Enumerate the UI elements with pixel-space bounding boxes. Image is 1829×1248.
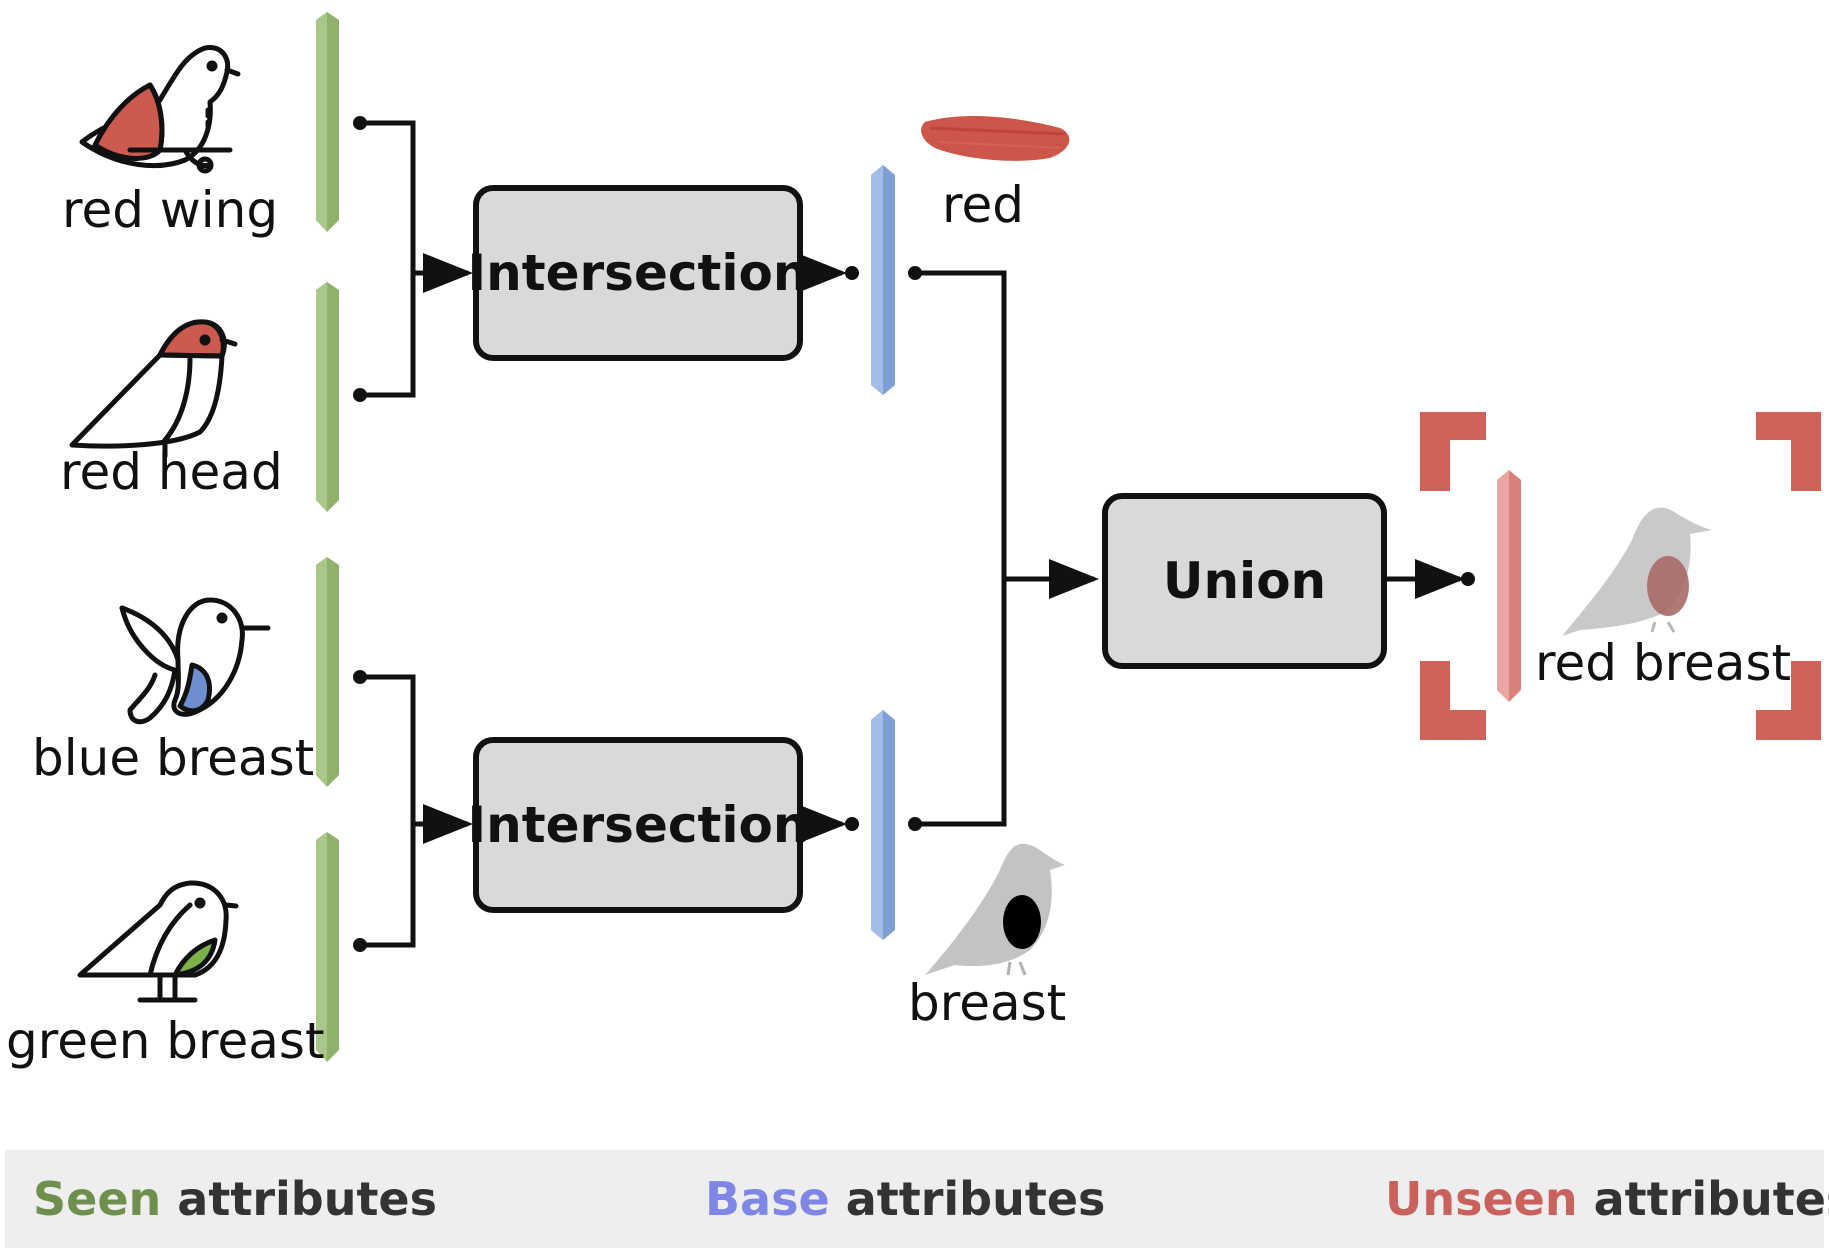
base-label-red: red [942,176,1024,234]
intersection-box-top: Intersection [468,185,808,361]
output-label: red breast [1535,634,1792,692]
bracket-base-pair [915,270,1007,827]
base-bar-red [871,165,895,395]
seen-bar-1 [316,12,339,232]
focus-bracket-icon [1420,412,1821,740]
legend-seen-word: Seen [33,1172,162,1226]
legend-seen-suffix: attributes [177,1172,438,1226]
legend-base-word: Base [705,1172,830,1226]
input-label-red-wing: red wing [62,181,279,239]
intersection-box-bottom: Intersection [468,737,808,913]
bracket-top-pair [360,120,416,398]
seen-bar-4 [316,832,339,1062]
legend-bar: Seen attributes Base attributes Unseen a… [5,1150,1829,1248]
connector-dots [353,116,1475,952]
red-paint-stroke-icon [921,116,1070,161]
input-label-red-head: red head [60,443,283,501]
base-label-breast: breast [908,974,1067,1032]
seen-bar-3 [316,557,339,787]
legend-seen: Seen attributes [33,1172,437,1226]
legend-unseen: Unseen attributes [1385,1172,1829,1226]
bird-red-breast-icon [1562,507,1712,636]
seen-bar-2 [316,282,339,512]
union-box: Union [1102,493,1387,669]
unseen-bar [1497,470,1521,702]
input-label-green-breast: green breast [6,1012,325,1070]
bird-black-breast-icon [925,843,1065,976]
bracket-bottom-pair [360,674,416,948]
legend-base-suffix: attributes [845,1172,1106,1226]
input-label-blue-breast: blue breast [32,729,315,787]
bird-green-breast-icon [77,880,239,1003]
base-bar-breast [871,710,895,940]
legend-unseen-suffix: attributes [1593,1172,1829,1226]
connectors [360,120,1465,948]
legend-unseen-word: Unseen [1385,1172,1578,1226]
bird-red-wing-icon [79,45,241,174]
bird-red-head-icon [69,319,238,459]
legend-base: Base attributes [705,1172,1105,1226]
bird-blue-breast-icon [119,597,271,725]
